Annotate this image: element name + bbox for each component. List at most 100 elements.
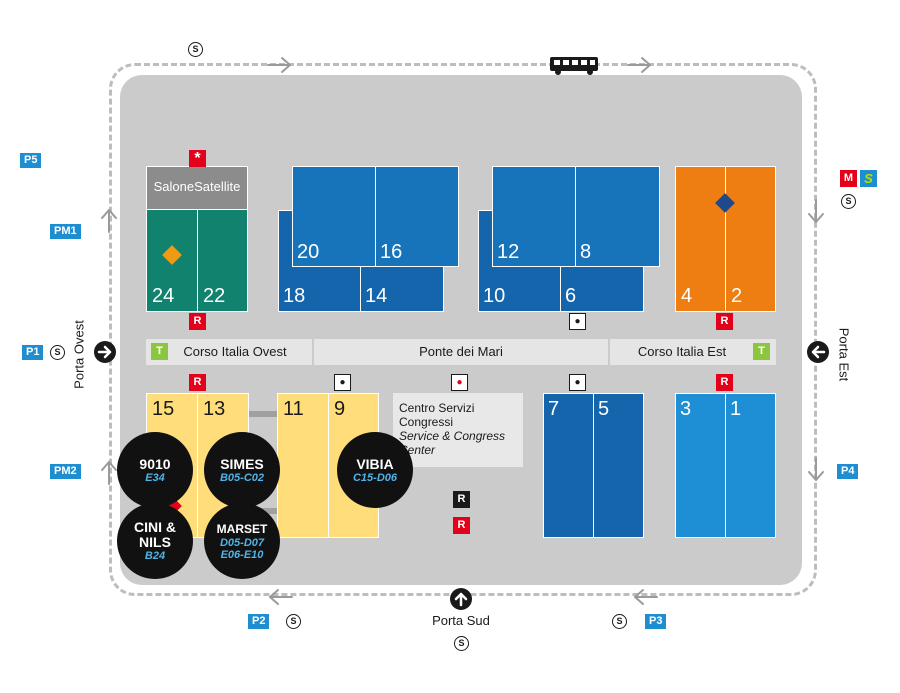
- parking-pm1[interactable]: PM1: [50, 224, 81, 239]
- restaurant-icon: R: [716, 374, 733, 391]
- shuttle-stop-icon: S: [841, 194, 856, 209]
- road-corso-italia-ovest: Corso Italia Ovest: [146, 339, 312, 365]
- parking-p1[interactable]: P1: [22, 345, 44, 360]
- pavilion-16-number: 16: [380, 241, 403, 263]
- road-ponte-dei-mari: Ponte dei Mari: [314, 339, 608, 365]
- info-point-icon: ●: [334, 374, 351, 391]
- brand-cini-nils[interactable]: CINI & NILS B24: [117, 503, 193, 579]
- arrow-right-icon: [267, 57, 291, 73]
- brand-name: NILS: [139, 534, 171, 550]
- brand-name: VIBIA: [356, 455, 394, 472]
- pavilion-24-number: 24: [152, 285, 175, 307]
- pavilion-1-number: 1: [730, 398, 742, 420]
- arrow-left-icon: [634, 589, 658, 605]
- tram-icon: T: [151, 343, 168, 360]
- tram-icon: T: [753, 343, 770, 360]
- road-label: Corso Italia Est: [637, 344, 727, 359]
- pavilion-20[interactable]: [292, 166, 376, 267]
- asterisk-icon: *: [189, 150, 206, 167]
- parking-p2[interactable]: P2: [248, 614, 270, 629]
- restaurant-icon: R: [189, 374, 206, 391]
- pavilion-14-number: 14: [365, 285, 388, 307]
- pavilion-2[interactable]: [725, 166, 776, 312]
- brand-simes[interactable]: SIMES B05-C02: [204, 432, 280, 508]
- pavilion-18-number: 18: [283, 285, 306, 307]
- pavilion-8[interactable]: [575, 166, 660, 267]
- pavilion-7[interactable]: [543, 393, 594, 538]
- pavilion-16[interactable]: [375, 166, 459, 267]
- road-corso-italia-est: Corso Italia Est: [610, 339, 776, 365]
- pavilion-5-number: 5: [598, 398, 610, 420]
- pavilion-1[interactable]: [725, 393, 776, 538]
- pavilion-22[interactable]: [197, 209, 248, 312]
- brand-9010[interactable]: 9010 E34: [117, 432, 193, 508]
- road-label: Ponte dei Mari: [419, 344, 503, 359]
- brand-name: MARSET: [216, 521, 268, 536]
- shuttle-stop-icon: S: [188, 42, 203, 57]
- pavilion-9-number: 9: [334, 398, 346, 420]
- shuttle-stop-icon: S: [286, 614, 301, 629]
- road-label: Corso Italia Ovest: [183, 344, 287, 359]
- info-point-icon: ●: [569, 313, 586, 330]
- blue-diamond-icon: [715, 193, 735, 213]
- brand-stand-code: E06-E10: [220, 548, 264, 561]
- arrow-up-icon: [101, 461, 117, 485]
- shuttle-stop-icon: S: [454, 636, 469, 651]
- suburban-rail-icon: S: [860, 170, 877, 187]
- shuttle-stop-icon: S: [50, 345, 65, 360]
- pavilion-5[interactable]: [593, 393, 644, 538]
- gate-arrow-left-icon[interactable]: [807, 341, 829, 363]
- gate-porta-sud: Porta Sud: [432, 613, 490, 628]
- brand-vibia[interactable]: VIBIA C15-D06: [337, 432, 413, 508]
- brand-name: 9010: [139, 455, 171, 472]
- pavilion-12-number: 12: [497, 241, 520, 263]
- orange-diamond-icon: [162, 245, 182, 265]
- restaurant-black-icon: R: [453, 491, 470, 508]
- parking-p4[interactable]: P4: [837, 464, 859, 479]
- arrow-up-icon: [101, 209, 117, 233]
- gate-porta-est: Porta Est: [836, 327, 852, 382]
- brand-stand-code: E34: [145, 471, 165, 484]
- restaurant-icon: R: [716, 313, 733, 330]
- pavilion-14[interactable]: [360, 266, 444, 312]
- pavilion-13-number: 13: [203, 398, 226, 420]
- parking-p5[interactable]: P5: [20, 153, 42, 168]
- pavilion-8-number: 8: [580, 241, 592, 263]
- brand-marset[interactable]: MARSET D05-D07 E06-E10: [204, 503, 280, 579]
- info-point-icon: ●: [569, 374, 586, 391]
- pavilion-22-number: 22: [203, 285, 226, 307]
- salone-satellite-label: SaloneSatellite: [153, 179, 241, 194]
- pavilion-4-number: 4: [681, 285, 693, 307]
- brand-stand-code: B05-C02: [219, 471, 265, 484]
- pavilion-3-number: 3: [680, 398, 692, 420]
- gate-arrow-right-icon[interactable]: [94, 341, 116, 363]
- services-line-4: Center: [399, 443, 436, 457]
- brand-stand-code: D05-D07: [219, 536, 265, 549]
- bus-icon: [550, 57, 598, 75]
- restaurant-icon: R: [453, 517, 470, 534]
- pavilion-15-number: 15: [152, 398, 175, 420]
- pavilion-4[interactable]: [675, 166, 726, 312]
- arrow-down-icon: [808, 199, 824, 223]
- service-congress-center[interactable]: Centro Servizi Congressi Service & Congr…: [393, 393, 523, 467]
- pavilion-20-number: 20: [297, 241, 320, 263]
- gate-porta-ovest: Porta Ovest: [71, 320, 87, 389]
- brand-name: CINI &: [134, 519, 176, 535]
- arrow-right-icon: [627, 57, 651, 73]
- restaurant-icon: R: [189, 313, 206, 330]
- arrow-left-icon: [269, 589, 293, 605]
- connector-13-11: [248, 411, 278, 417]
- pavilion-7-number: 7: [548, 398, 560, 420]
- services-line-2: Congressi: [399, 415, 454, 429]
- parking-pm2[interactable]: PM2: [50, 464, 81, 479]
- brand-stand-code: B24: [144, 550, 166, 562]
- shuttle-stop-icon: S: [612, 614, 627, 629]
- gate-arrow-up-icon[interactable]: [450, 588, 472, 610]
- parking-p3[interactable]: P3: [645, 614, 667, 629]
- brand-name: SIMES: [220, 455, 264, 472]
- services-line-1: Centro Servizi: [399, 401, 475, 415]
- brand-stand-code: C15-D06: [352, 471, 398, 484]
- arrow-down-icon: [808, 457, 824, 481]
- services-line-3: Service & Congress: [399, 429, 506, 443]
